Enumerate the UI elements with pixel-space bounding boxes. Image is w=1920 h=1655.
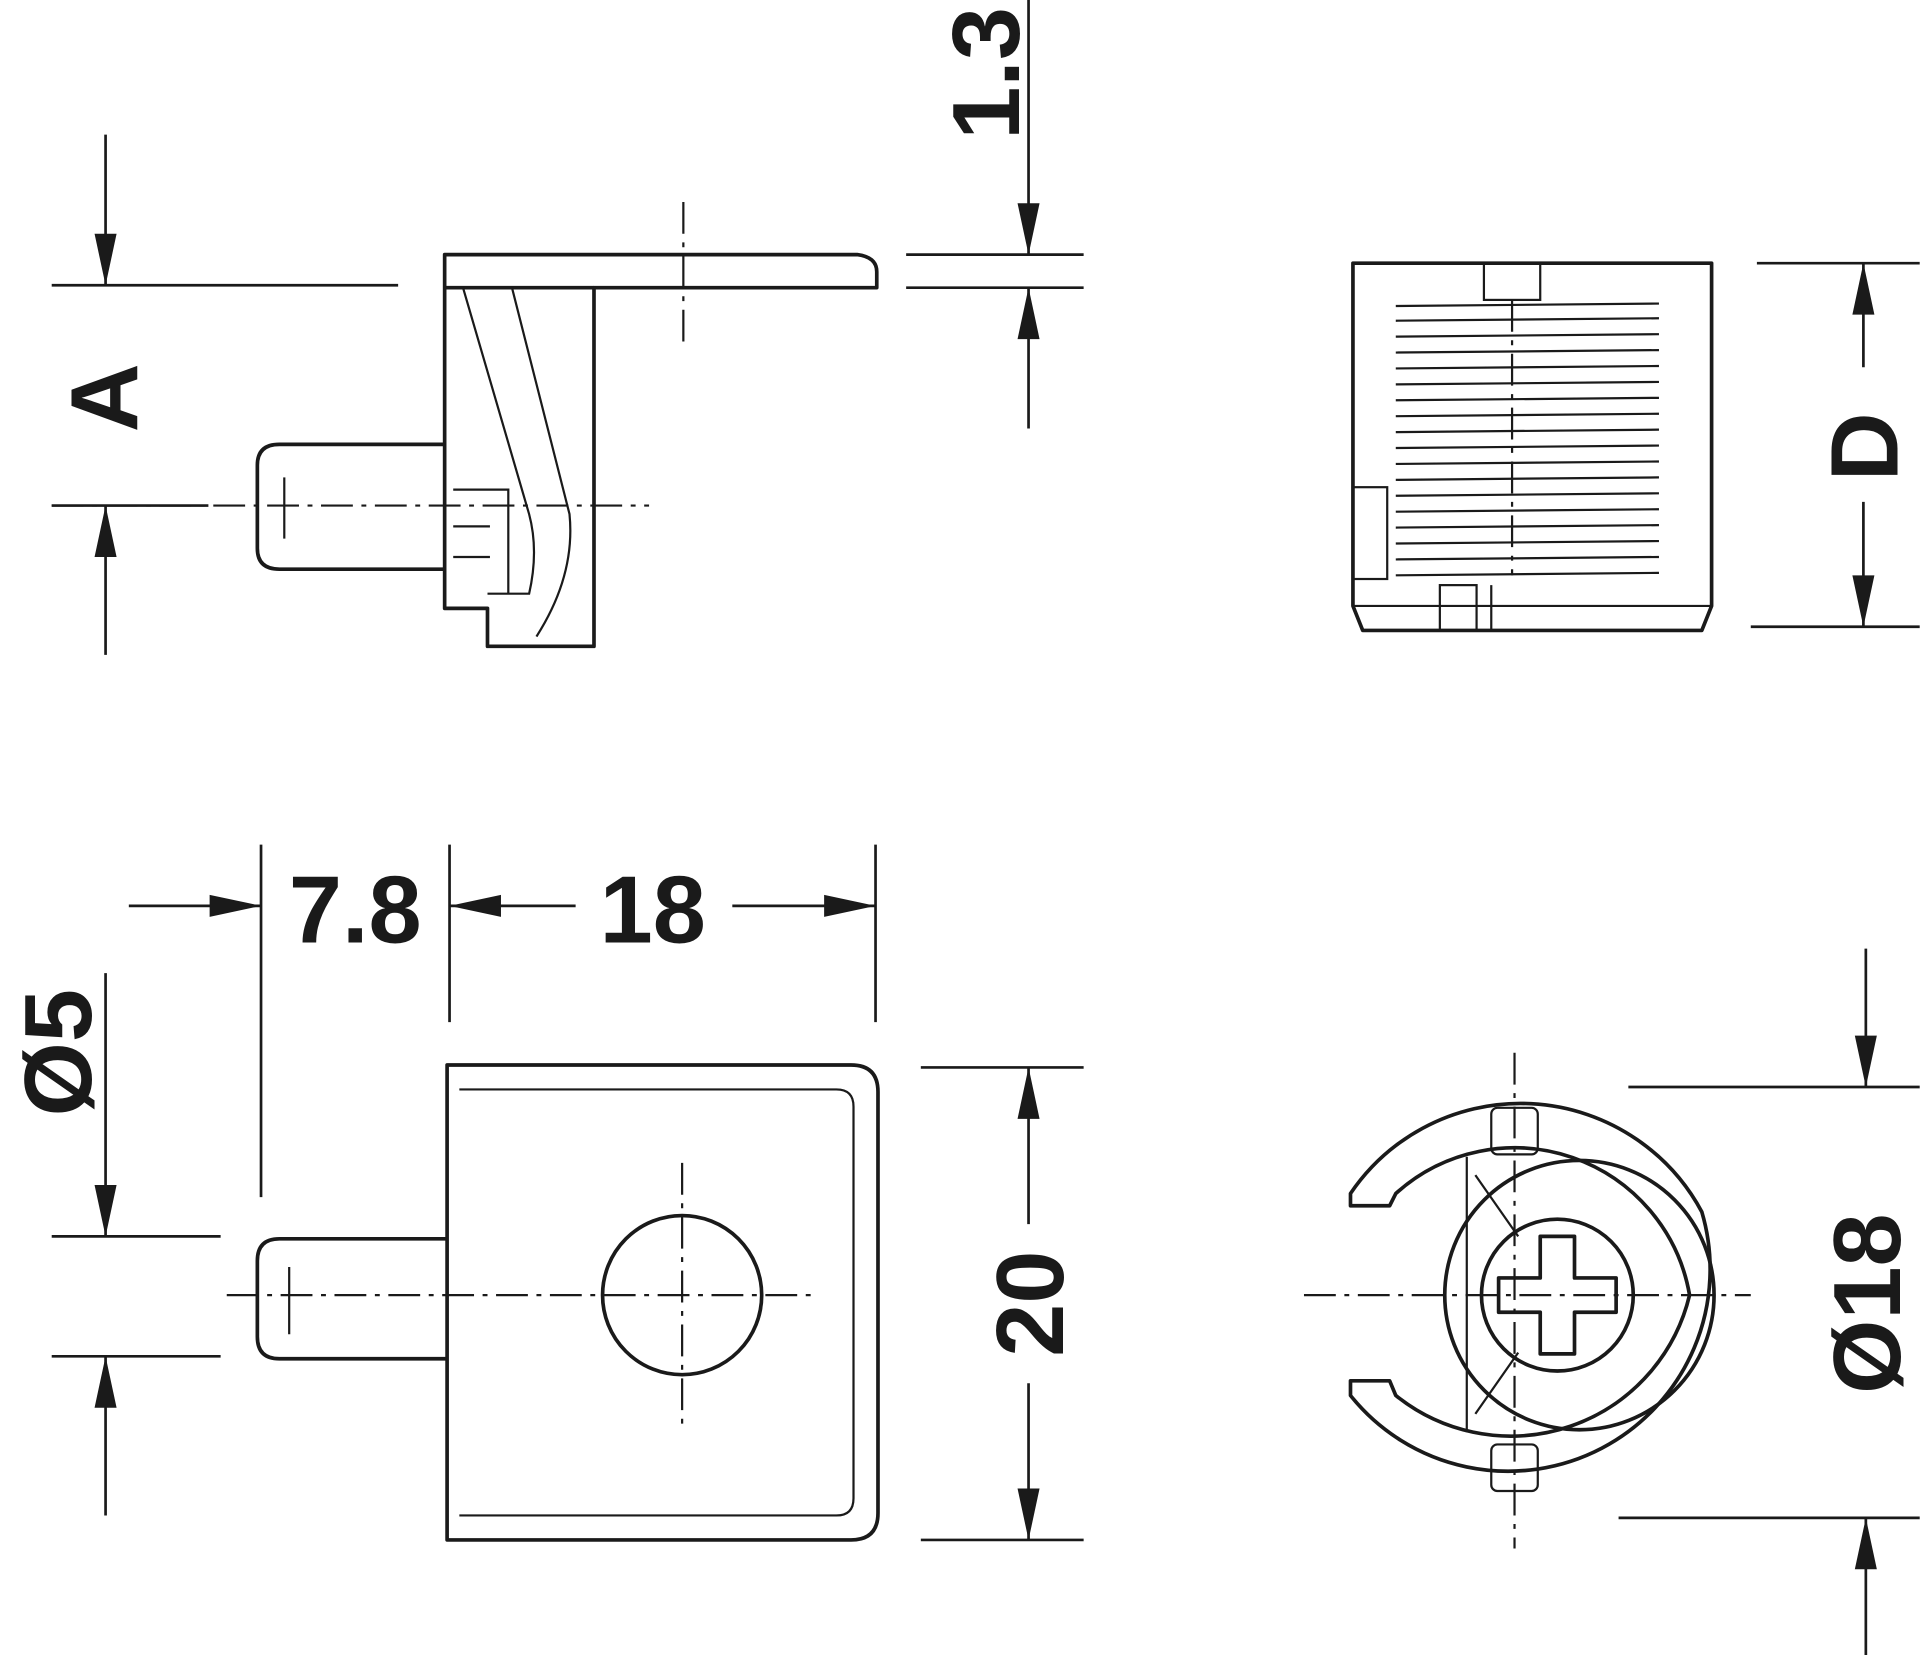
dimension-cam-diameter-label: Ø18	[1815, 1213, 1920, 1393]
front-view: 7.8 18 Ø5 20	[6, 844, 1084, 1542]
dimension-pin-length-label: 7.8	[289, 858, 422, 964]
housing-side-view: D	[1351, 261, 1920, 633]
side-view: A 1.3	[51, 0, 1084, 655]
dimension-pin-diameter-label: Ø5	[6, 989, 112, 1116]
dimension-thickness-label: 1.3	[934, 7, 1040, 140]
dimension-body-width-label: 20	[978, 1251, 1084, 1357]
dimension-d-label: D	[1813, 412, 1919, 481]
dimension-a-label: A	[52, 363, 158, 432]
cam-top-view: Ø18	[1303, 948, 1920, 1655]
dimension-body-length-label: 18	[600, 858, 706, 964]
